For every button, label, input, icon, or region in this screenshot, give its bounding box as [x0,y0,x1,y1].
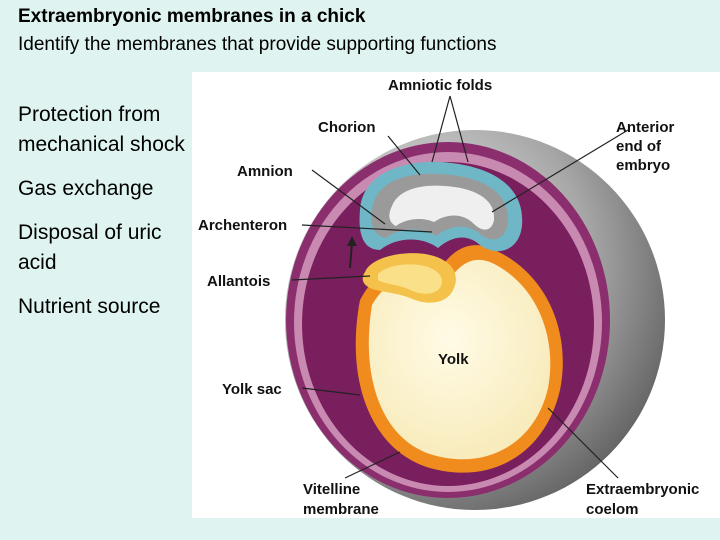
slide-title: Extraembryonic membranes in a chick [18,6,366,27]
label-anterior-line1: Anterior [616,119,675,136]
label-yolk: Yolk [438,351,469,368]
slide-subtitle: Identify the membranes that provide supp… [18,34,497,55]
function-item-protection: Protection from mechanical shock [18,103,185,156]
embryo [389,185,495,230]
label-vitelline-line1: Vitelline [303,481,360,498]
label-extraembryonic-line1: Extraembryonic [586,481,699,498]
label-vitelline-line2: membrane [303,501,379,518]
label-amnion: Amnion [237,163,293,180]
label-anterior-line2: end of [616,138,662,155]
allantois-lumen [378,264,443,294]
label-archenteron: Archenteron [198,217,287,234]
label-extraembryonic-line2: coelom [586,501,639,518]
function-item-gas-exchange: Gas exchange [18,177,154,200]
function-item-uric-acid: Disposal of uric acid [18,221,162,274]
label-yolk-sac: Yolk sac [222,381,282,398]
growth-arrow-head [347,236,357,246]
growth-arrow [349,241,353,269]
label-chorion: Chorion [318,119,376,136]
function-list: Protection from mechanical shock Gas exc… [18,100,188,336]
label-allantois: Allantois [207,273,270,290]
label-anterior-line3: embryo [616,157,670,174]
label-amniotic-folds: Amniotic folds [388,77,492,94]
function-item-nutrient: Nutrient source [18,295,161,318]
yolk [368,259,551,460]
leader-lines [291,95,629,479]
